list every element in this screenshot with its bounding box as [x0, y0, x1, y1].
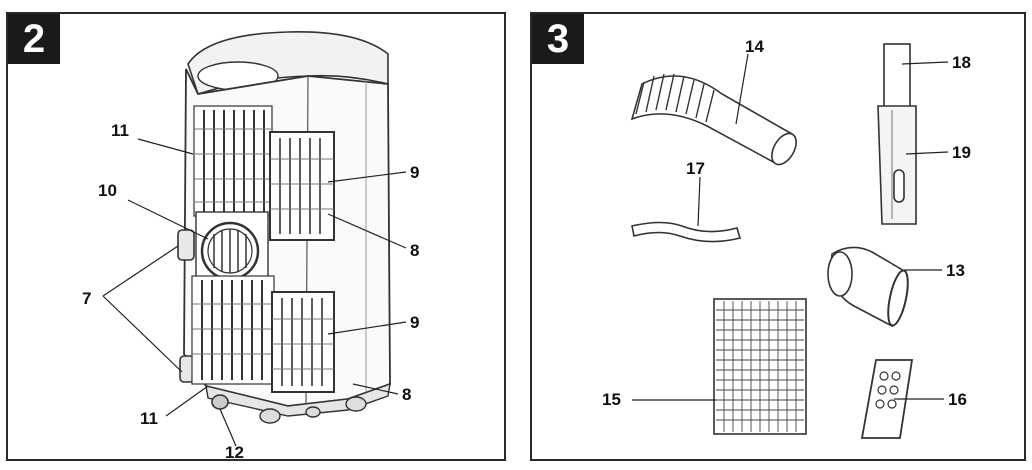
leader-lines	[102, 138, 407, 447]
callout-14: 14	[745, 37, 764, 56]
unit-illustration	[102, 31, 407, 447]
callout-11-upper: 11	[111, 121, 129, 140]
upper-grille-left	[193, 105, 273, 217]
callout-15: 15	[602, 390, 621, 409]
callout-7: 7	[82, 289, 92, 308]
exhaust-hose	[630, 73, 797, 166]
upper-filter-frame	[269, 131, 335, 241]
callout-18: 18	[952, 53, 971, 72]
drain-plug	[211, 394, 229, 410]
remote-control	[860, 359, 914, 439]
figure-panel-2: 2	[6, 12, 506, 461]
callout-13: 13	[946, 261, 965, 280]
callout-10: 10	[98, 181, 117, 200]
figure-panel-3: 3	[530, 12, 1026, 461]
accessories-illustration	[630, 43, 949, 439]
exhaust-port	[195, 211, 269, 283]
callout-9-lower: 9	[410, 313, 420, 332]
callout-11-lower: 11	[140, 409, 158, 428]
unit-base	[205, 382, 391, 417]
figure-number-badge: 2	[8, 14, 60, 64]
callout-8-lower: 8	[402, 385, 412, 404]
caster-wheels	[259, 396, 367, 424]
leader-lines	[632, 53, 949, 401]
callout-16: 16	[948, 390, 967, 409]
lower-filter-frame	[271, 291, 335, 393]
air-filter	[713, 298, 807, 435]
figure-number-badge: 3	[532, 14, 584, 64]
callout-8-upper: 8	[410, 241, 420, 260]
window-slider-lower	[877, 105, 917, 225]
callout-9-upper: 9	[410, 163, 420, 182]
callout-19: 19	[952, 143, 971, 162]
callout-12: 12	[225, 443, 244, 462]
lower-grille-left	[191, 275, 275, 385]
hose-adapter	[827, 246, 909, 328]
cord-hook-upper	[177, 229, 195, 261]
callout-17: 17	[686, 159, 705, 178]
drain-hose	[631, 221, 742, 243]
